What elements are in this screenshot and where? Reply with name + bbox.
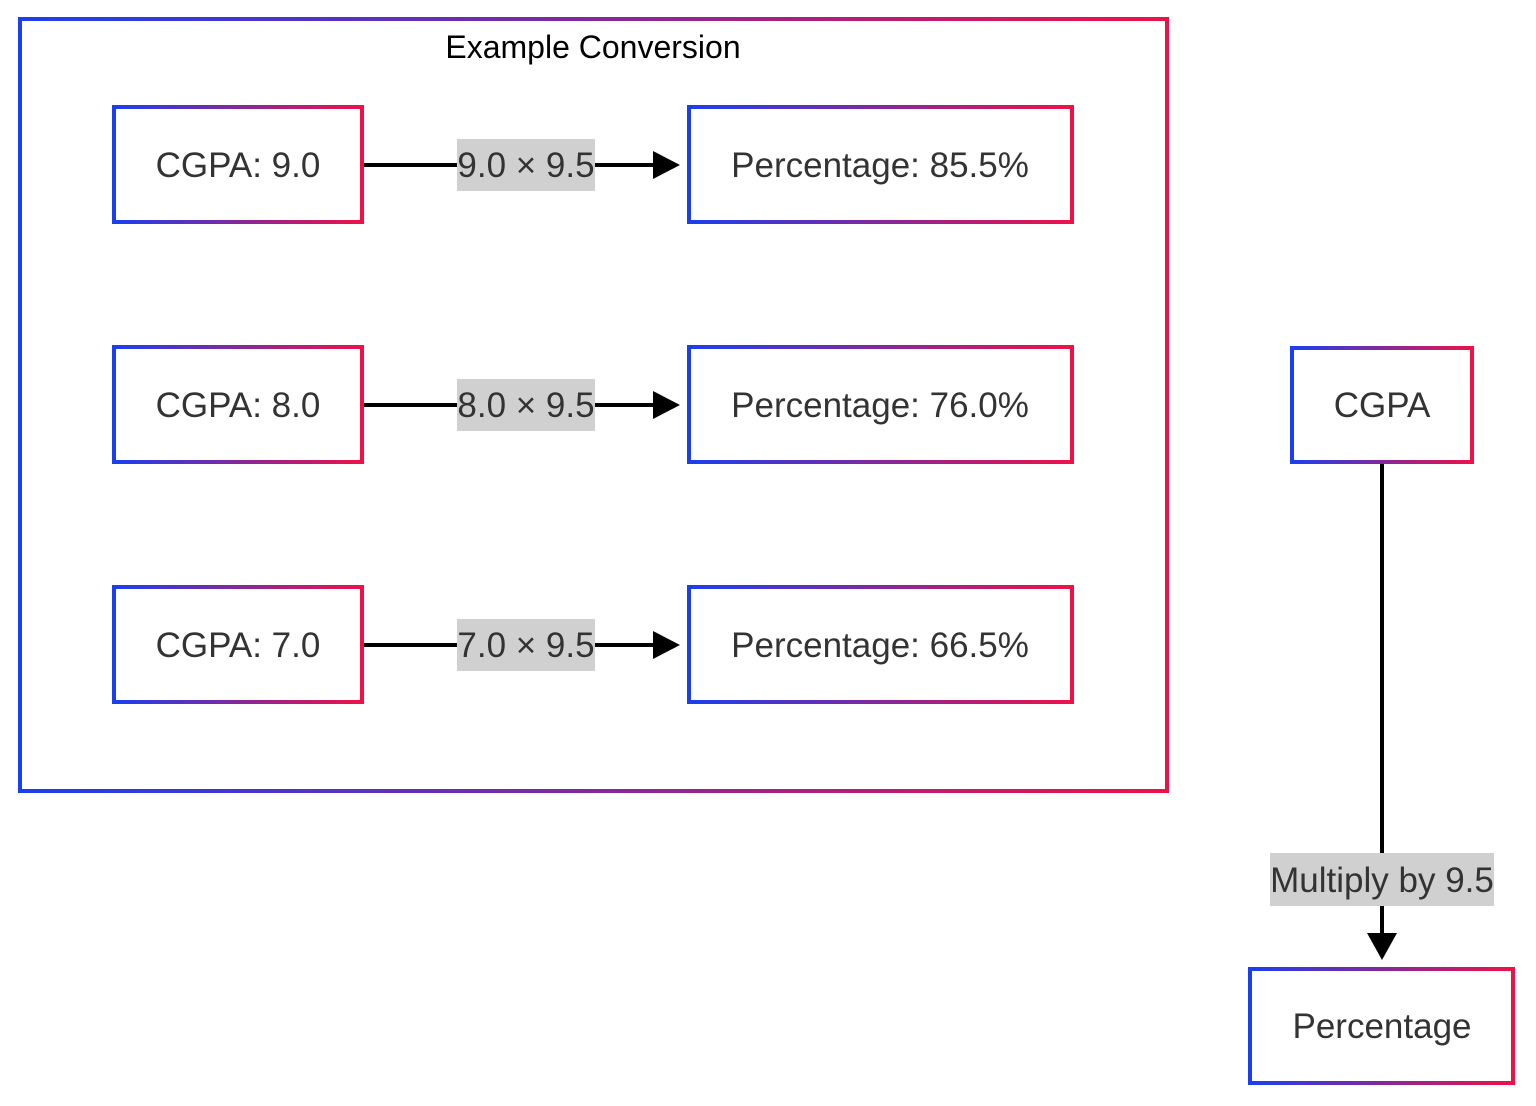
example-conversion-cluster: Example Conversion bbox=[18, 17, 1169, 793]
edge-label: 9.0 × 9.5 bbox=[457, 146, 594, 185]
edge-arrowhead bbox=[653, 391, 680, 419]
cgpa-node bbox=[1290, 346, 1474, 464]
example-row: 7.0 × 9.5 CGPA: 7.0 Percentage: 66.5% bbox=[112, 585, 1074, 704]
percentage-node bbox=[1248, 967, 1515, 1085]
cgpa-node bbox=[112, 345, 364, 464]
edge-label: 7.0 × 9.5 bbox=[457, 626, 594, 665]
edge-arrowhead bbox=[653, 151, 680, 179]
edge-arrowhead bbox=[1367, 933, 1397, 960]
edge-label-bg bbox=[1270, 853, 1494, 906]
cluster-border bbox=[18, 17, 1169, 793]
example-row: 9.0 × 9.5 CGPA: 9.0 Percentage: 85.5% bbox=[112, 105, 1074, 224]
cgpa-node-label: CGPA bbox=[1334, 386, 1431, 425]
cgpa-node-label: CGPA: 7.0 bbox=[156, 626, 321, 665]
cgpa-node bbox=[112, 105, 364, 224]
edge-label-bg bbox=[457, 139, 595, 191]
cluster-title: Example Conversion bbox=[445, 29, 740, 65]
example-row: 8.0 × 9.5 CGPA: 8.0 Percentage: 76.0% bbox=[112, 345, 1074, 464]
percentage-node bbox=[687, 585, 1074, 704]
cgpa-node bbox=[112, 585, 364, 704]
general-conversion: Multiply by 9.5 CGPA Percentage bbox=[1248, 346, 1515, 1085]
percentage-node-label: Percentage: 85.5% bbox=[731, 146, 1029, 185]
percentage-node-label: Percentage bbox=[1292, 1007, 1471, 1046]
edge-label-bg bbox=[457, 379, 595, 431]
percentage-node bbox=[687, 105, 1074, 224]
edge-label: 8.0 × 9.5 bbox=[457, 386, 594, 425]
percentage-node bbox=[687, 345, 1074, 464]
edge-label-bg bbox=[457, 619, 595, 671]
percentage-node-label: Percentage: 76.0% bbox=[731, 386, 1029, 425]
multiply-edge-label: Multiply by 9.5 bbox=[1270, 861, 1494, 900]
cgpa-node-label: CGPA: 8.0 bbox=[156, 386, 321, 425]
edge-arrowhead bbox=[653, 631, 680, 659]
cgpa-node-label: CGPA: 9.0 bbox=[156, 146, 321, 185]
percentage-node-label: Percentage: 66.5% bbox=[731, 626, 1029, 665]
